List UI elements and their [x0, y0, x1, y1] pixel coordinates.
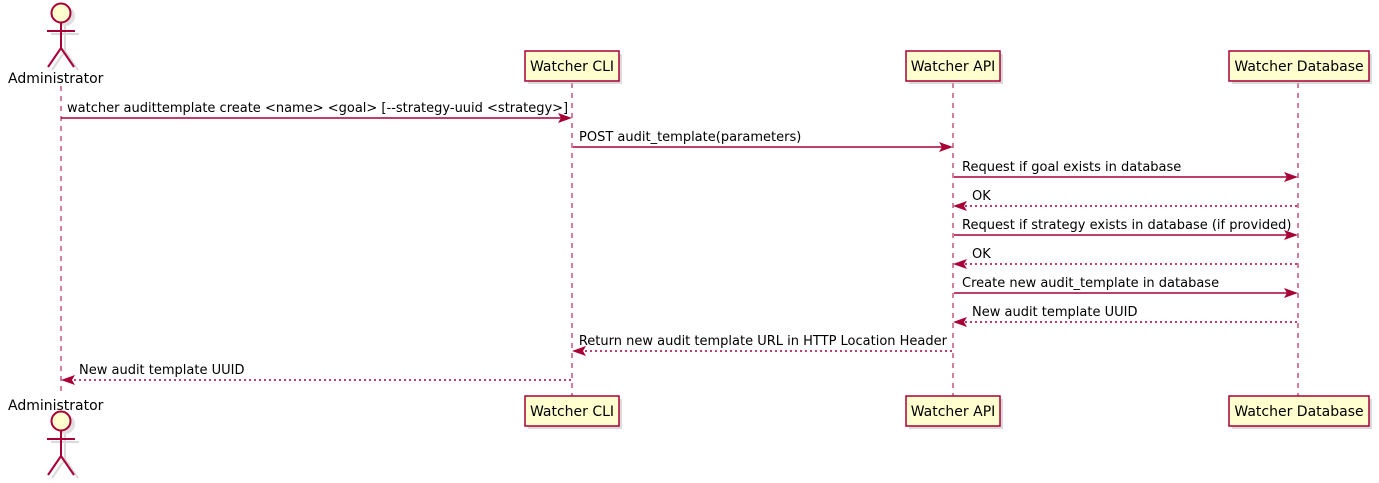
participant-box-watcher-database-bottom[interactable]: [1228, 395, 1372, 429]
participant-label-watcher-cli-top: Watcher CLI: [530, 59, 614, 75]
message-9-arrowhead: [572, 346, 586, 356]
actor-body-icon: [47, 23, 75, 68]
participant-box-watcher-api-bottom[interactable]: [905, 395, 1003, 429]
message-1-arrowhead: [558, 113, 572, 123]
message-1: watcher audittemplate create <name> <goa…: [61, 101, 572, 123]
message-3-label: Request if goal exists in database: [962, 160, 1181, 175]
message-5-label: Request if strategy exists in database (…: [962, 218, 1291, 233]
actor-administrator-bottom[interactable]: [47, 410, 79, 479]
participant-box-watcher-database-top[interactable]: [1228, 50, 1372, 84]
message-4-arrowhead: [953, 201, 967, 211]
message-1-label: watcher audittemplate create <name> <goa…: [67, 101, 568, 116]
message-4-label: OK: [972, 189, 991, 204]
participant-label-watcher-database-bottom: Watcher Database: [1234, 404, 1363, 420]
message-5-arrowhead: [1284, 230, 1298, 240]
message-10: New audit template UUID: [61, 363, 571, 385]
message-10-label: New audit template UUID: [79, 363, 244, 378]
message-8: New audit template UUID: [953, 305, 1297, 327]
participant-label-watcher-api-bottom: Watcher API: [911, 404, 996, 420]
participant-box-watcher-api-top[interactable]: [905, 50, 1003, 84]
participant-label-watcher-cli-bottom: Watcher CLI: [530, 404, 614, 420]
message-8-label: New audit template UUID: [972, 305, 1137, 320]
lifelines: [60, 83, 1299, 396]
message-3-arrowhead: [1284, 172, 1298, 182]
actor-body-icon-bottom: [47, 431, 75, 476]
message-6: OK: [953, 247, 1297, 269]
message-3: Request if goal exists in database: [954, 160, 1298, 182]
message-9: Return new audit template URL in HTTP Lo…: [572, 334, 952, 356]
message-10-arrowhead: [61, 375, 75, 385]
message-2-label: POST audit_template(parameters): [579, 130, 801, 145]
message-9-label: Return new audit template URL in HTTP Lo…: [579, 334, 948, 349]
actor-label-administrator-top: Administrator: [8, 71, 104, 87]
actor-head-icon-bottom: [50, 410, 72, 432]
message-2: POST audit_template(parameters): [573, 130, 953, 152]
message-7-arrowhead: [1284, 288, 1298, 298]
message-6-label: OK: [972, 247, 991, 262]
message-7-label: Create new audit_template in database: [962, 276, 1219, 291]
participant-box-watcher-cli-top[interactable]: [524, 50, 622, 84]
actor-administrator-top[interactable]: [47, 2, 79, 71]
actor-head-icon: [50, 2, 72, 24]
message-6-arrowhead: [953, 259, 967, 269]
participant-label-watcher-database-top: Watcher Database: [1234, 59, 1363, 75]
message-4: OK: [953, 189, 1297, 211]
message-8-arrowhead: [953, 317, 967, 327]
actor-label-administrator-bottom: Administrator: [8, 398, 104, 414]
message-7: Create new audit_template in database: [954, 276, 1298, 298]
message-5: Request if strategy exists in database (…: [954, 218, 1298, 240]
participant-label-watcher-api-top: Watcher API: [911, 59, 996, 75]
message-2-arrowhead: [939, 142, 953, 152]
participant-box-watcher-cli-bottom[interactable]: [524, 395, 622, 429]
